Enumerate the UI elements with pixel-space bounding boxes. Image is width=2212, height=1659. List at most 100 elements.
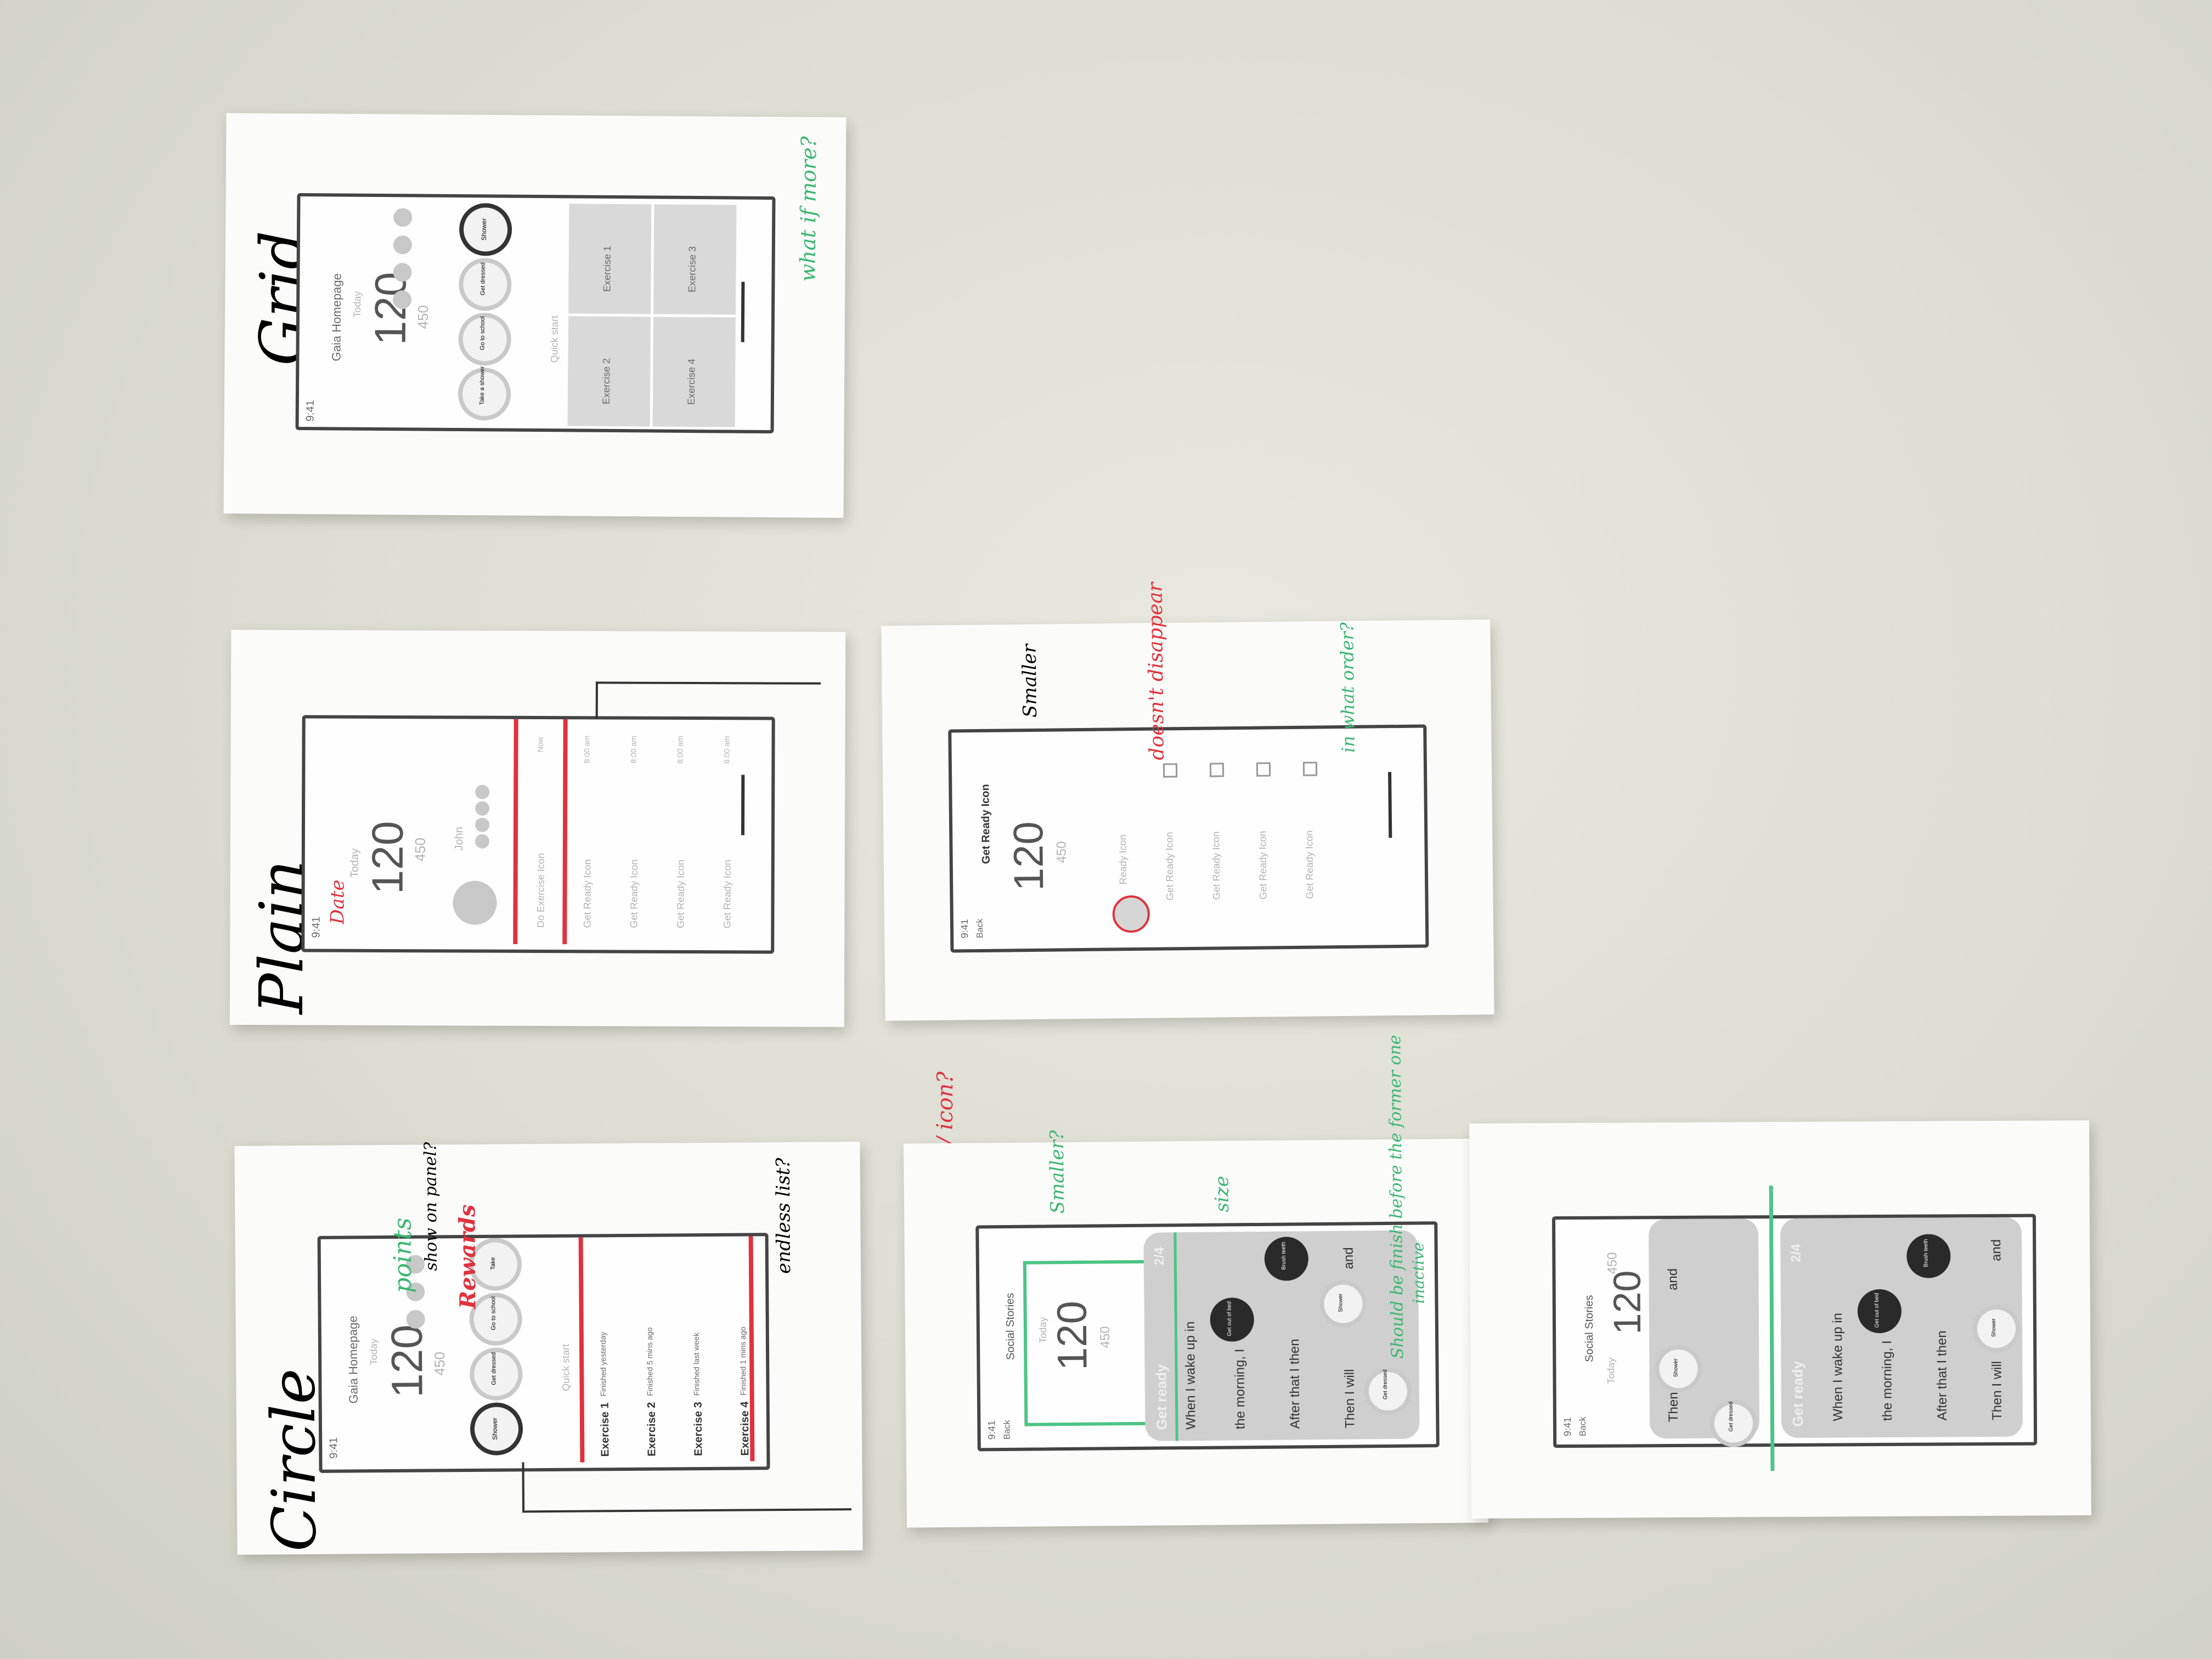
card-title: Get ready bbox=[1789, 1361, 1807, 1427]
list-item-label[interactable]: Get Ready Icon bbox=[1304, 830, 1316, 899]
grid-phone: 9:41 Gaia Homepage Today 120 450 Shower … bbox=[295, 193, 776, 434]
bubble-shower[interactable]: Shower bbox=[1319, 1280, 1367, 1328]
list-item-label[interactable]: Get Ready Icon bbox=[1164, 832, 1176, 901]
home-indicator bbox=[741, 775, 745, 836]
back-button[interactable]: Back bbox=[975, 918, 985, 939]
page-title: Social Stories bbox=[1583, 1295, 1596, 1362]
note-date: Date bbox=[326, 879, 349, 924]
checkbox[interactable] bbox=[1256, 762, 1271, 777]
circle-sheet: Circle 9:41 Gaia Homepage Today 120 450 … bbox=[234, 1142, 863, 1555]
routine-go-to-school[interactable]: Go to school bbox=[458, 313, 512, 366]
avatar bbox=[453, 881, 497, 925]
back-button[interactable]: Back bbox=[1578, 1417, 1588, 1436]
exercise-meta: Finished 1 mins ago bbox=[738, 1327, 748, 1396]
card-title: Get ready bbox=[1153, 1364, 1170, 1430]
exercise-tile-4[interactable]: Exercise 4 bbox=[652, 317, 736, 427]
progress-dot bbox=[406, 1310, 425, 1329]
app-title: Gaia Homepage bbox=[346, 1316, 360, 1404]
circle-phone: 9:41 Gaia Homepage Today 120 450 Shower … bbox=[317, 1233, 770, 1473]
list-row-label[interactable]: Get Ready Icon bbox=[628, 859, 640, 928]
list-row-time: 8:00 am bbox=[722, 736, 731, 764]
exercise-tile-3[interactable]: Exercise 3 bbox=[653, 204, 737, 315]
bubble-shower-next[interactable]: Shower bbox=[1972, 1305, 2021, 1353]
bubble-get-dressed[interactable]: Get dressed bbox=[1364, 1367, 1412, 1415]
note-rewards: Rewards bbox=[454, 1204, 481, 1310]
stories-b-sheet: 9:41 Back Social Stories Today 120 450 T… bbox=[1469, 1120, 2091, 1519]
exercise-name[interactable]: Exercise 3 bbox=[692, 1402, 705, 1457]
story-line: When I wake up in bbox=[1830, 1312, 1846, 1421]
green-frame bbox=[1023, 1261, 1028, 1426]
home-indicator bbox=[741, 281, 745, 342]
progress-dot bbox=[393, 290, 412, 309]
today-label: Today bbox=[1605, 1357, 1617, 1384]
note-points: points bbox=[388, 1217, 417, 1294]
list-row-time: 8:00 am bbox=[675, 736, 685, 764]
bubble-brush-teeth[interactable]: Brush teeth bbox=[1906, 1234, 1951, 1278]
story-line: Then I will bbox=[1989, 1361, 2005, 1421]
list-item-label[interactable]: Get Ready Icon bbox=[1257, 831, 1269, 900]
routine-get-dressed[interactable]: Get dressed bbox=[459, 258, 512, 311]
score: 120 bbox=[382, 1324, 432, 1398]
green-frame bbox=[1023, 1260, 1144, 1265]
app-title: Gaia Homepage bbox=[329, 273, 344, 362]
list-row-time: 8:00 am bbox=[629, 735, 638, 764]
plain-sheet: Plain 9:41 Date Today 120 450 John Do Ex… bbox=[229, 630, 846, 1027]
bubble-get-dressed[interactable]: Get dressed bbox=[1709, 1400, 1758, 1447]
score-total: 450 bbox=[431, 1351, 448, 1376]
routine-take-shower[interactable]: Take a shower bbox=[458, 366, 511, 421]
note-doesnt-disappear: doesn't disappear bbox=[1144, 582, 1169, 760]
flow-arrow bbox=[522, 1508, 852, 1513]
routine-shower[interactable]: Shower bbox=[459, 203, 512, 256]
progress-dot bbox=[393, 235, 413, 255]
today-label: Today bbox=[1037, 1317, 1049, 1344]
grid-sheet: Grid 9:41 Gaia Homepage Today 120 450 Sh… bbox=[223, 113, 958, 1314]
routine-shower[interactable]: Shower bbox=[470, 1402, 523, 1456]
score-total: 450 bbox=[1054, 841, 1069, 864]
score-total: 450 bbox=[1097, 1326, 1113, 1348]
today-label: Today bbox=[368, 1339, 380, 1365]
page-title: Get Ready Icon bbox=[979, 784, 992, 864]
list-row-label[interactable]: Get Ready Icon bbox=[675, 859, 686, 928]
list-row-label[interactable]: Get Ready Icon bbox=[721, 860, 733, 929]
checkbox[interactable] bbox=[1302, 761, 1318, 776]
bubble-shower[interactable]: Shower bbox=[1655, 1345, 1702, 1393]
checkbox[interactable] bbox=[1163, 763, 1178, 778]
exercise-name[interactable]: Exercise 1 bbox=[599, 1402, 612, 1457]
green-frame bbox=[1024, 1421, 1146, 1426]
story-line: the morning, I bbox=[1232, 1348, 1248, 1430]
bubble-get-out-of-bed[interactable]: Get out of bed bbox=[1857, 1289, 1902, 1334]
progress-dot bbox=[475, 834, 489, 849]
section-divider bbox=[748, 1236, 755, 1462]
exercise-name[interactable]: Exercise 2 bbox=[645, 1402, 658, 1457]
list-item-label[interactable]: Get Ready Icon bbox=[1210, 831, 1222, 900]
status-time: 9:41 bbox=[310, 916, 323, 938]
card-count: 2/4 bbox=[1152, 1247, 1167, 1266]
story-line: Then I will bbox=[1342, 1369, 1358, 1429]
score: 120 bbox=[363, 821, 413, 895]
bubble-get-out-of-bed[interactable]: Get out of bed bbox=[1210, 1297, 1255, 1342]
exercise-tile-2[interactable]: Exercise 2 bbox=[567, 316, 651, 427]
list-row-label[interactable]: Get Ready Icon bbox=[582, 859, 593, 928]
progress-dot bbox=[393, 208, 413, 227]
routine-get-dressed[interactable]: Get dressed bbox=[469, 1347, 523, 1401]
exercise-tile-1[interactable]: Exercise 1 bbox=[568, 204, 652, 314]
list-row-time: 8:00 am bbox=[582, 735, 591, 764]
score-total: 450 bbox=[411, 837, 428, 862]
flow-arrow bbox=[595, 681, 821, 685]
score: 120 bbox=[1005, 821, 1053, 891]
note-show-on-panel: show on panel? bbox=[421, 1142, 442, 1271]
bubble-brush-teeth[interactable]: Brush teeth bbox=[1264, 1237, 1309, 1281]
flow-arrow bbox=[522, 1462, 525, 1512]
back-button[interactable]: Back bbox=[1002, 1420, 1012, 1440]
list-row-label[interactable]: Do Exercise Icon bbox=[535, 853, 546, 928]
note-smaller: Smaller bbox=[1018, 644, 1042, 718]
score-total: 450 bbox=[1605, 1252, 1620, 1274]
list-item-label[interactable]: Ready Icon bbox=[1117, 834, 1129, 885]
story-line: and bbox=[1341, 1247, 1356, 1269]
ready-icon bbox=[1112, 895, 1150, 933]
status-time: 9:41 bbox=[986, 1420, 997, 1440]
checkbox[interactable] bbox=[1209, 763, 1224, 777]
story-line: and bbox=[1989, 1239, 2004, 1262]
stories-a-phone: 9:41 Back Social Stories Today 120 450 G… bbox=[975, 1221, 1440, 1452]
note-size: size bbox=[1211, 1176, 1234, 1212]
